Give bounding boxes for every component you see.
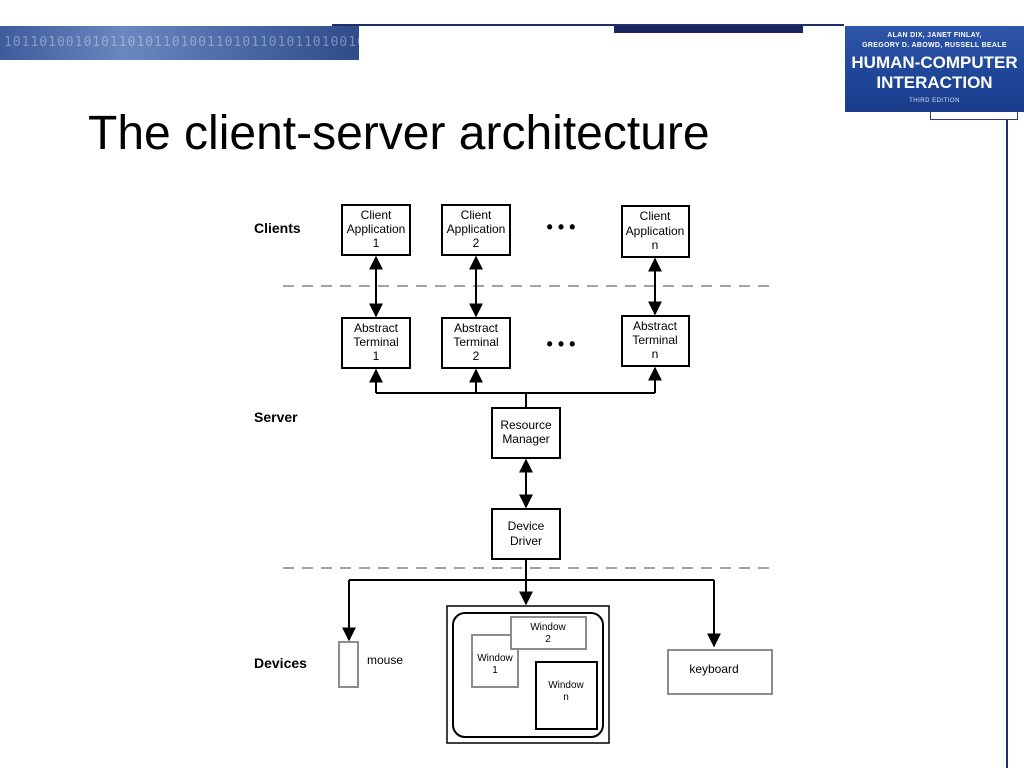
- svg-text:Manager: Manager: [502, 432, 549, 446]
- abstract-terminal-1: Abstract Terminal 1: [341, 317, 411, 369]
- client-app-n: Client Application n: [621, 205, 690, 258]
- svg-text:n: n: [652, 347, 659, 361]
- svg-text:Window: Window: [548, 680, 584, 691]
- svg-text:Abstract: Abstract: [633, 319, 678, 333]
- header-decoration-band: 1011010010101101011010011010110101101001…: [0, 26, 393, 60]
- window-2: Window 2: [510, 616, 587, 650]
- book-edition: THIRD EDITION: [909, 98, 960, 104]
- svg-text:Application: Application: [347, 222, 406, 236]
- window-1: Window 1: [471, 634, 519, 688]
- svg-text:Window: Window: [530, 622, 566, 633]
- svg-text:Driver: Driver: [510, 534, 542, 548]
- slide-title: The client-server architecture: [88, 107, 710, 160]
- svg-text:1: 1: [373, 349, 380, 363]
- abstract-terminal-2: Abstract Terminal 2: [441, 317, 511, 369]
- svg-text:Resource: Resource: [500, 418, 552, 432]
- top-accent-bar: [614, 26, 803, 33]
- keyboard-label: keyboard: [689, 662, 738, 676]
- svg-text:2: 2: [473, 349, 480, 363]
- book-authors-line: ALAN DIX, JANET FINLAY,: [887, 32, 982, 39]
- book-authors: ALAN DIX, JANET FINLAY, GREGORY D. ABOWD…: [845, 31, 1024, 51]
- svg-text:Application: Application: [626, 224, 685, 238]
- svg-text:2: 2: [473, 236, 480, 250]
- layer-label-server: Server: [254, 409, 298, 425]
- svg-text:Client: Client: [640, 209, 671, 223]
- device-driver-box: Device Driver: [491, 508, 561, 560]
- svg-text:Device: Device: [508, 519, 545, 533]
- book-authors-line: GREGORY D. ABOWD, RUSSELL BEALE: [862, 42, 1007, 49]
- binary-pattern: 1011010010101101011010011010110101101001…: [4, 35, 393, 50]
- book-title-line: HUMAN-COMPUTER: [851, 53, 1018, 72]
- book-title-line: INTERACTION: [876, 73, 993, 92]
- svg-text:Terminal: Terminal: [353, 335, 398, 349]
- layer-label-clients: Clients: [254, 220, 301, 236]
- svg-text:n: n: [652, 238, 659, 252]
- svg-text:Abstract: Abstract: [354, 321, 399, 335]
- svg-text:Terminal: Terminal: [453, 335, 498, 349]
- right-border-tab: [930, 111, 1018, 120]
- window-n: Window n: [535, 661, 598, 730]
- svg-text:Terminal: Terminal: [632, 333, 677, 347]
- svg-text:Client: Client: [461, 208, 492, 222]
- svg-text:1: 1: [373, 236, 380, 250]
- keyboard-device: [667, 649, 773, 695]
- abstract-terminal-n: Abstract Terminal n: [621, 315, 690, 367]
- book-title: HUMAN-COMPUTER INTERACTION: [845, 53, 1024, 93]
- top-border-line: [332, 24, 844, 26]
- terminals-ellipsis: • • •: [547, 334, 576, 354]
- client-app-2: Client Application 2: [441, 204, 511, 256]
- layer-label-devices: Devices: [254, 655, 307, 671]
- right-border-line: [1006, 120, 1008, 768]
- svg-text:n: n: [563, 692, 569, 703]
- svg-text:Client: Client: [361, 208, 392, 222]
- book-cover-logo: ALAN DIX, JANET FINLAY, GREGORY D. ABOWD…: [845, 26, 1024, 112]
- clients-ellipsis: • • •: [547, 217, 576, 237]
- mouse-device: [338, 641, 359, 688]
- resource-manager-box: Resource Manager: [491, 407, 561, 459]
- svg-text:Application: Application: [447, 222, 506, 236]
- svg-text:2: 2: [545, 634, 551, 645]
- client-app-1: Client Application 1: [341, 204, 411, 256]
- mouse-label: mouse: [367, 653, 403, 667]
- svg-text:Window: Window: [477, 653, 513, 664]
- svg-text:1: 1: [492, 665, 498, 676]
- svg-text:Abstract: Abstract: [454, 321, 499, 335]
